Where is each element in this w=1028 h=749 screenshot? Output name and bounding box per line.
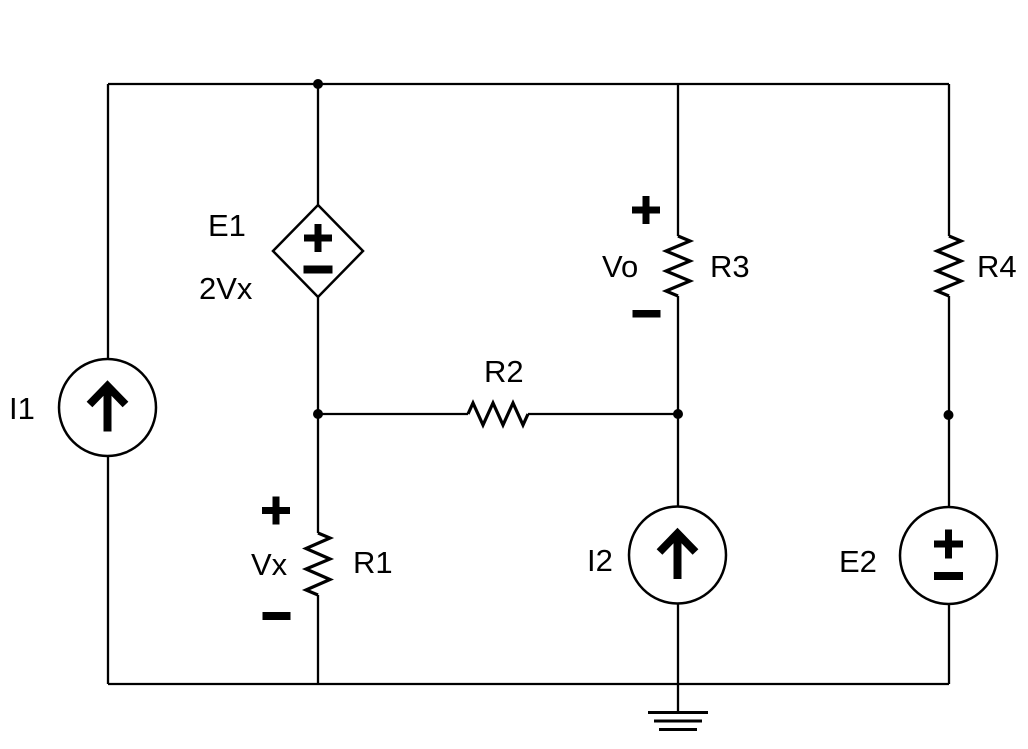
resistor-r2-zigzag xyxy=(466,399,530,429)
plus-icon xyxy=(304,224,332,252)
i2-label: I2 xyxy=(587,543,613,578)
vo-polarity-plus-icon xyxy=(632,196,660,224)
plus-icon xyxy=(934,529,963,559)
junction-dot-top-node xyxy=(313,79,323,89)
vx-label: Vx xyxy=(251,547,288,582)
vo-label: Vo xyxy=(602,249,638,284)
junction-dot-right-node xyxy=(943,410,954,420)
i1-label: I1 xyxy=(9,391,35,426)
dependent-voltage-source-e1 xyxy=(271,203,365,299)
resistor-r1-zigzag xyxy=(301,531,335,597)
vx-polarity-minus-icon xyxy=(262,612,291,620)
minus-icon xyxy=(303,265,333,274)
minus-icon xyxy=(934,572,963,580)
vx-polarity-plus-icon xyxy=(262,496,290,525)
up-arrow-icon xyxy=(86,380,129,432)
resistor-r3-zigzag xyxy=(661,234,695,298)
r2-label: R2 xyxy=(484,354,524,389)
vo-polarity-minus-icon xyxy=(632,310,661,318)
r1-label: R1 xyxy=(353,545,393,580)
current-source-i1 xyxy=(57,357,158,458)
r4-label: R4 xyxy=(977,249,1017,284)
up-arrow-icon xyxy=(656,527,699,579)
r3-label: R3 xyxy=(710,249,750,284)
e1-gain-label: 2Vx xyxy=(199,271,253,306)
junction-dot-vx-node xyxy=(313,409,323,419)
resistor-r4-zigzag xyxy=(932,234,966,298)
voltage-source-e2 xyxy=(898,505,999,606)
e1-label: E1 xyxy=(208,208,246,243)
junction-dot-mid-node xyxy=(673,409,683,419)
current-source-i2 xyxy=(627,505,728,605)
ground-symbol xyxy=(648,684,708,731)
e2-label: E2 xyxy=(839,544,877,579)
